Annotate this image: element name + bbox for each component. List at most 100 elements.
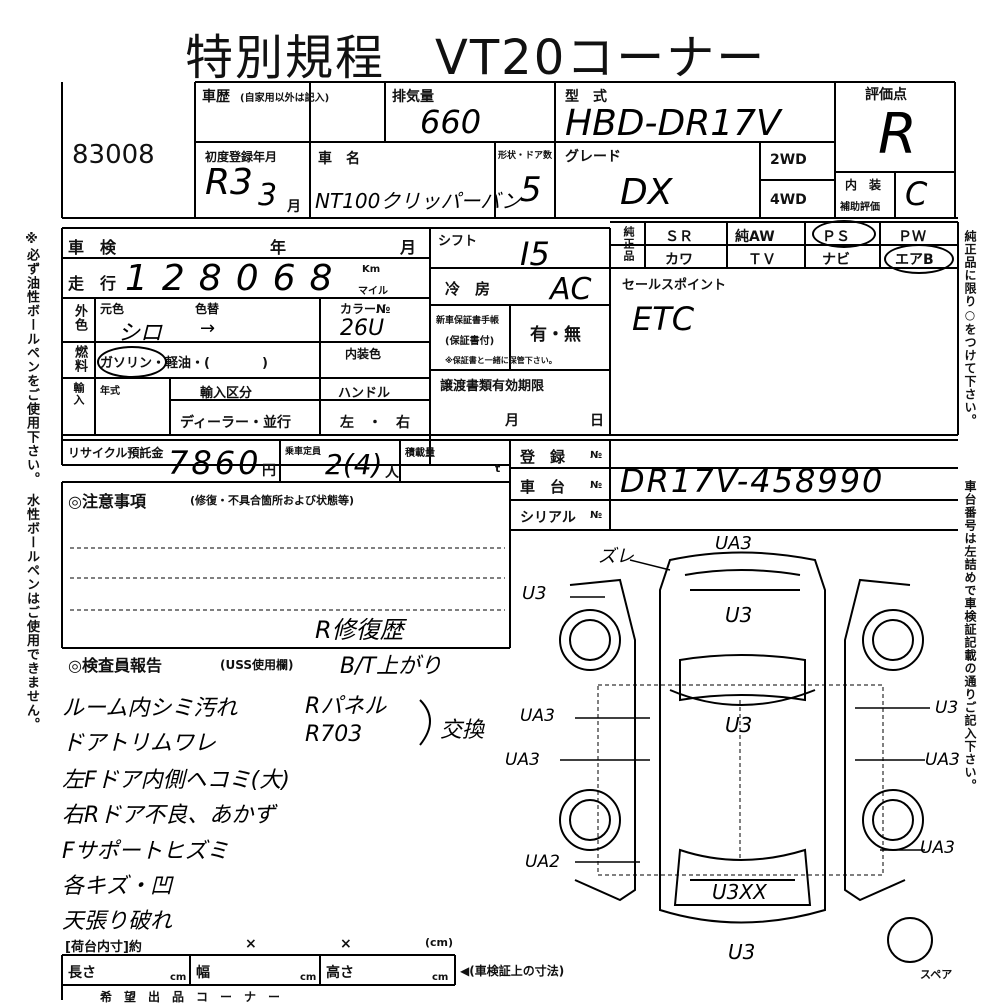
repaint-label: 色替: [195, 302, 220, 316]
report-right-2[interactable]: R703: [305, 722, 363, 747]
mark-roof[interactable]: U3: [725, 713, 753, 737]
transfer-label: 譲渡書類有効期限: [440, 379, 545, 394]
aircon-value[interactable]: AC: [550, 272, 592, 307]
original-color-value[interactable]: シロ: [118, 321, 163, 346]
first-reg-label: 初度登録年月: [205, 150, 278, 164]
side-note-left: ※必ず油性ボールペンをご使用下さい。 水性ボールペンはご使用できません。: [24, 232, 39, 732]
selling-label: セールスポイント: [622, 278, 727, 293]
model-value[interactable]: HBD-DR17V: [565, 103, 781, 144]
displacement-value[interactable]: 660: [420, 103, 482, 141]
capacity-label: 乗車定員: [285, 447, 322, 457]
capacity-value[interactable]: 2(4): [325, 448, 383, 481]
handle-value: 左 ・ 右: [340, 415, 410, 431]
mark-left-rear-door[interactable]: UA3: [505, 750, 540, 770]
serial-label: シリアル: [520, 510, 576, 526]
mark-left-door[interactable]: UA3: [520, 706, 555, 726]
report-line-3[interactable]: 左Fドア内側ヘコミ(大): [62, 768, 290, 793]
score-value[interactable]: R: [878, 102, 917, 167]
opt-tv: ＴＶ: [748, 252, 776, 268]
mile-label: マイル: [358, 286, 388, 297]
car-diagram: [559, 551, 933, 963]
opt-aw: 純AW: [735, 229, 775, 245]
mark-zure[interactable]: ズレ: [598, 546, 634, 567]
mark-left-rear[interactable]: UA2: [525, 852, 560, 872]
chassis-value[interactable]: DR17V-458990: [620, 462, 885, 500]
model-label: 型 式: [565, 89, 607, 105]
mark-right-rear-door[interactable]: UA3: [925, 750, 960, 770]
mark-back-door[interactable]: U3XX: [712, 880, 767, 904]
report-line-7[interactable]: 天張り破れ: [62, 909, 173, 934]
interior-value[interactable]: C: [905, 175, 928, 213]
cargo-length-cm: cm: [170, 972, 187, 983]
report-header-note[interactable]: B/T上がり: [340, 654, 442, 679]
mark-rear-bumper[interactable]: U3: [728, 940, 756, 964]
recycle-label: リサイクル預託金: [68, 446, 164, 460]
import-label: 輸入: [72, 382, 85, 406]
report-line-6[interactable]: 各キズ・凹: [62, 874, 173, 899]
transfer-day: 日: [590, 413, 604, 429]
shaken-year-label: 年: [270, 238, 287, 257]
interior-label: 内 装: [845, 178, 882, 192]
first-reg-value[interactable]: R3: [205, 162, 253, 203]
opt-airbag-circle: [884, 244, 954, 274]
reg-label: 登 録: [520, 448, 566, 466]
first-reg-month[interactable]: 3: [258, 178, 278, 213]
import-class-label: 輸入区分: [200, 386, 253, 401]
cargo-height-label: 高さ: [326, 965, 354, 981]
month-suffix: 月: [287, 199, 301, 215]
load-ton: t: [495, 462, 501, 475]
cargo-width-label: 幅: [196, 965, 210, 981]
recycle-value[interactable]: 7860: [168, 444, 262, 482]
lot-number: 83008: [72, 140, 155, 170]
manual-value: 有・無: [530, 325, 581, 345]
grade-value[interactable]: DX: [620, 172, 673, 213]
doors-value[interactable]: 5: [520, 170, 542, 210]
footer-corner: 希 望 出 品 コ ー ナ ー: [100, 990, 281, 1004]
history-note: (自家用以外は記入): [240, 93, 330, 104]
notes-entry[interactable]: R修復歴: [315, 616, 404, 644]
mark-front-bumper[interactable]: UA3: [715, 533, 752, 554]
mileage-value[interactable]: 128068: [125, 258, 347, 299]
import-class-value: ディーラー・並行: [180, 415, 292, 431]
fuel-label: 燃料: [72, 345, 87, 373]
reg-no-3: №: [590, 510, 603, 521]
mark-right-rear[interactable]: UA3: [920, 838, 955, 858]
selling-value[interactable]: ETC: [632, 300, 695, 338]
history-label: 車歴: [202, 89, 230, 105]
manual-label: 新車保証書手帳: [436, 316, 500, 326]
mark-left-front[interactable]: U3: [522, 583, 547, 604]
report-line-4[interactable]: 右Rドア不良、あかず: [62, 803, 276, 828]
car-name-value[interactable]: NT100クリッパーバン: [315, 189, 522, 213]
cargo-width-cm: cm: [300, 972, 317, 983]
aircon-label: 冷 房: [445, 280, 491, 298]
score-label: 評価点: [865, 87, 907, 103]
opt-navi: ナビ: [822, 252, 850, 268]
cargo-cert-note: ◀(車検証上の寸法): [460, 964, 565, 978]
notes-label: ◎注意事項: [68, 492, 146, 511]
report-right-note[interactable]: 交換: [440, 718, 485, 743]
report-right-1[interactable]: Rパネル: [305, 694, 387, 719]
grade-label: グレード: [565, 149, 621, 165]
original-color-label: 元色: [100, 302, 125, 316]
displacement-label: 排気量: [392, 89, 434, 105]
report-sub: (USS使用欄): [220, 658, 294, 672]
spare-label: スペア: [920, 968, 953, 981]
color-no-value[interactable]: 26U: [340, 316, 385, 341]
cargo-x2: ×: [340, 936, 352, 952]
cargo-unit: (cm): [425, 936, 454, 949]
report-line-2[interactable]: ドアトリムワレ: [62, 731, 217, 756]
reg-no-2: №: [590, 480, 603, 491]
shift-value[interactable]: I5: [520, 235, 550, 273]
opt-sr: ＳＲ: [665, 229, 693, 245]
mark-hood[interactable]: U3: [725, 603, 753, 627]
mark-right-front-door[interactable]: U3: [935, 698, 959, 718]
color-arrow: →: [200, 318, 216, 339]
report-line-1[interactable]: ルーム内シミ汚れ: [62, 696, 238, 721]
opt-ps-circle: [812, 220, 876, 248]
options-label: 純正品: [622, 226, 635, 262]
report-line-5[interactable]: Fサポートヒズミ: [62, 839, 229, 864]
km-label: Km: [362, 264, 381, 275]
capacity-person: 人: [385, 465, 399, 481]
color-no-label: カラー№: [340, 302, 391, 316]
chassis-label: 車 台: [520, 478, 566, 496]
